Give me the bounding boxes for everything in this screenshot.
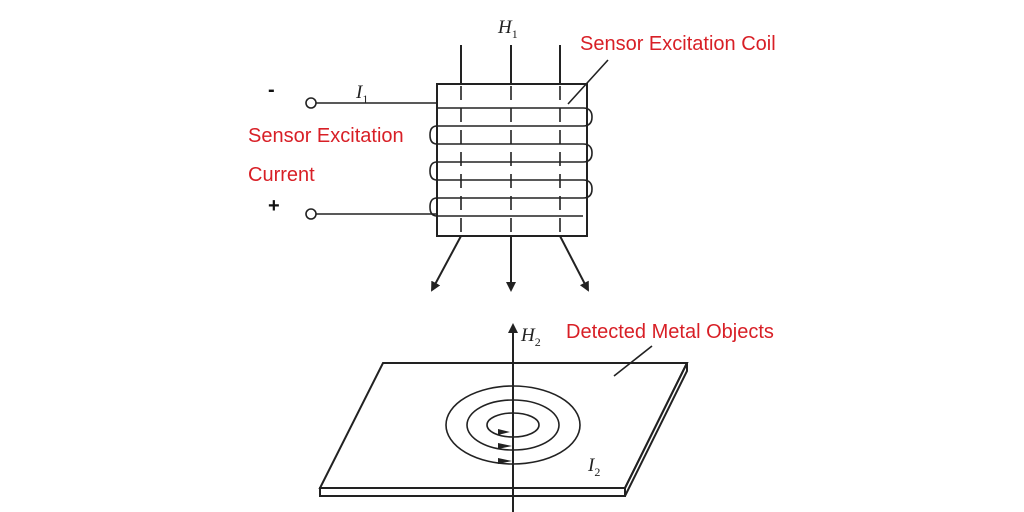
excitation-current-label-line1: Sensor Excitation	[248, 125, 404, 147]
plus-sign: +	[268, 195, 280, 217]
excitation-coil-leader	[567, 59, 609, 105]
coil-windings	[429, 107, 593, 217]
excitation-current-label-line2: Current	[248, 164, 315, 186]
flux-arrow-left	[431, 235, 462, 292]
metal-objects-leader	[613, 345, 653, 377]
current-i2-label: I2	[587, 455, 600, 479]
field-h1-label: H1	[497, 17, 518, 41]
minus-sign: -	[268, 79, 275, 101]
terminal-plus	[305, 208, 317, 220]
current-i1-label: I1	[355, 82, 368, 106]
flux-arrow-right	[559, 235, 589, 292]
field-h2-label: H2	[520, 325, 541, 349]
plate-side-edge	[624, 362, 688, 497]
plate-front-edge	[319, 487, 626, 497]
excitation-coil	[429, 45, 593, 292]
plate-top	[318, 362, 689, 489]
metal-plate	[318, 362, 689, 497]
coil-terminals	[305, 97, 437, 220]
metal-objects-label: Detected Metal Objects	[566, 321, 774, 343]
coil-core	[436, 83, 588, 237]
terminal-minus	[305, 97, 317, 109]
excitation-coil-label: Sensor Excitation Coil	[580, 33, 776, 55]
